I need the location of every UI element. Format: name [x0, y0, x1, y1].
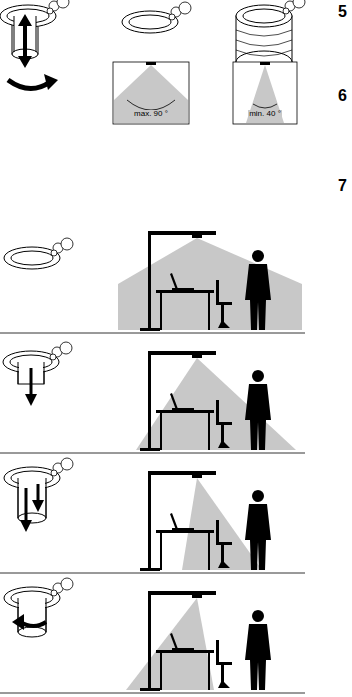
angle-box — [113, 62, 297, 124]
step-number: 7 — [338, 178, 347, 194]
scene-tilted — [0, 578, 305, 693]
scene-wide — [0, 231, 305, 333]
scene-medium — [0, 342, 305, 453]
sensor-adjust-icon — [0, 0, 69, 90]
scene-narrow — [0, 458, 305, 573]
angle-label: min. 40 ° — [248, 110, 282, 118]
angle-label: max. 90 ° — [133, 110, 169, 118]
step-number: 5 — [338, 4, 347, 20]
step-number: 6 — [338, 88, 347, 104]
ring-flat-icon — [122, 2, 191, 33]
